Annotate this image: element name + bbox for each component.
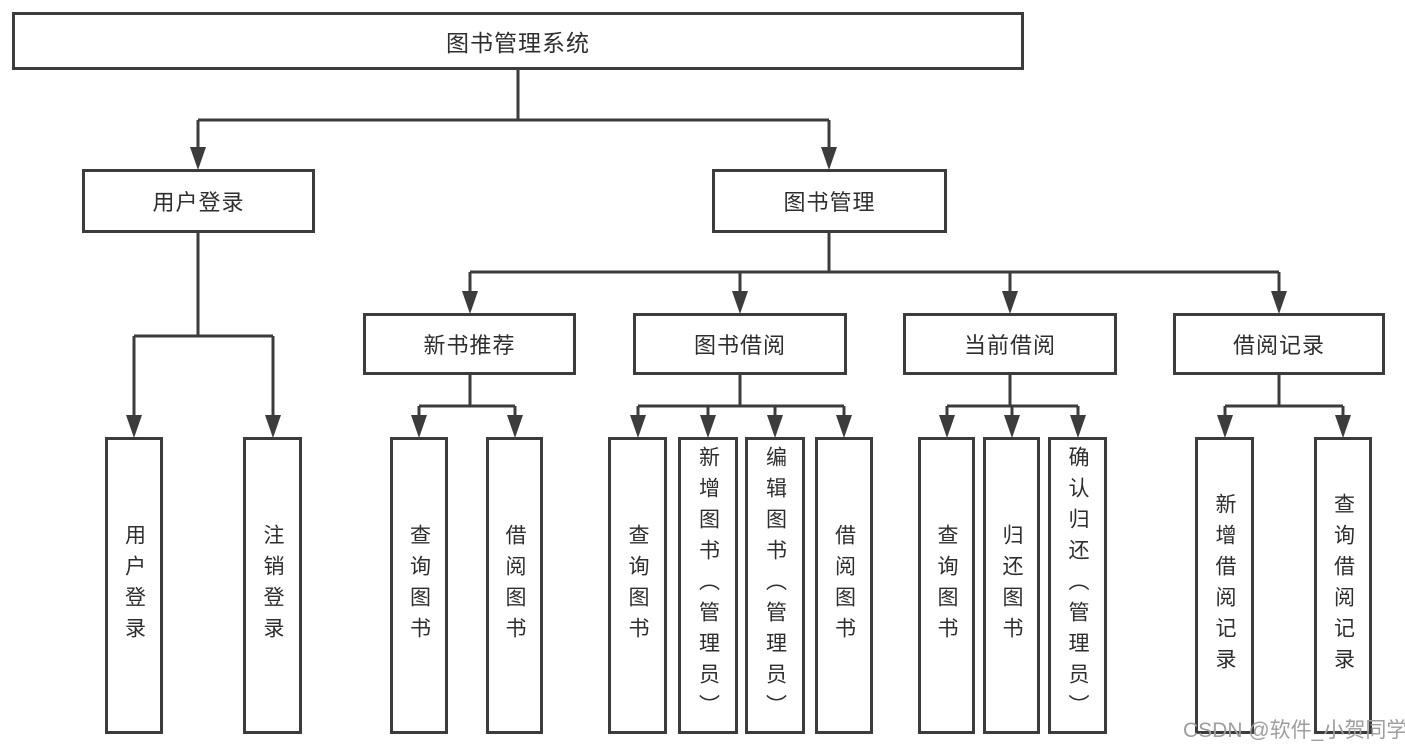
node-label: 图书借阅	[693, 333, 786, 358]
node-label: 借阅图书	[832, 523, 856, 648]
node-label: 查询图书	[407, 523, 431, 648]
node-label: 查询图书	[935, 523, 958, 648]
connector-current-borrow-to-leaves	[939, 375, 1086, 438]
leaf-query-book-recommend: 查询图书	[390, 437, 448, 734]
leaf-borrow-book-recommend: 借阅图书	[486, 437, 543, 734]
leaf-return-book: 归还图书	[983, 437, 1040, 734]
node-label: 查询图书	[626, 523, 649, 648]
leaf-borrow-book: 借阅图书	[815, 437, 873, 734]
connector-book-management-to-level3	[462, 233, 1287, 314]
node-label: 用户登录	[122, 523, 146, 648]
node-new-book-recommend: 新书推荐	[363, 313, 576, 375]
node-label: 用户登录	[152, 190, 245, 215]
leaf-query-borrow-record: 查询借阅记录	[1314, 437, 1372, 734]
node-label: 当前借阅	[963, 333, 1056, 358]
connector-book-borrow-to-leaves	[630, 375, 852, 438]
node-label: 新书推荐	[423, 333, 516, 358]
connector-root-to-level2	[190, 70, 837, 170]
node-label: 借阅记录	[1232, 333, 1325, 358]
connector-borrow-records-to-leaves	[1217, 375, 1351, 438]
node-label: 注销登录	[261, 523, 284, 648]
leaf-edit-book-admin: 编辑图书（管理员）	[745, 437, 805, 734]
node-library-management-system: 图书管理系统	[12, 12, 1024, 70]
node-label: 新增图书（管理员）	[696, 446, 720, 725]
node-label: 查询借阅记录	[1331, 492, 1355, 679]
node-book-borrow: 图书借阅	[633, 313, 847, 375]
node-label: 图书管理	[783, 190, 876, 215]
leaf-add-borrow-record: 新增借阅记录	[1195, 437, 1254, 734]
leaf-user-login: 用户登录	[105, 437, 163, 734]
node-label: 归还图书	[1000, 523, 1023, 648]
csdn-watermark: CSDN @软件_小贺同学	[1183, 719, 1405, 742]
node-label: 图书管理系统	[446, 30, 590, 56]
node-label: 确认归还（管理员）	[1066, 446, 1089, 725]
leaf-logout-login: 注销登录	[243, 437, 302, 734]
connector-new-book-recommend-to-leaves	[411, 375, 523, 438]
leaf-query-book-borrow: 查询图书	[608, 437, 667, 734]
leaf-confirm-return-admin: 确认归还（管理员）	[1048, 437, 1107, 734]
node-borrow-records: 借阅记录	[1173, 313, 1385, 375]
node-label: 借阅图书	[503, 523, 526, 648]
leaf-query-book-current: 查询图书	[918, 437, 975, 734]
connector-user-login-to-leaves	[126, 233, 281, 438]
node-current-borrow: 当前借阅	[903, 313, 1117, 375]
node-book-management: 图书管理	[712, 169, 947, 233]
node-user-login: 用户登录	[82, 169, 315, 233]
leaf-add-book-admin: 新增图书（管理员）	[678, 437, 738, 734]
node-label: 编辑图书（管理员）	[763, 446, 787, 725]
node-label: 新增借阅记录	[1213, 492, 1236, 679]
